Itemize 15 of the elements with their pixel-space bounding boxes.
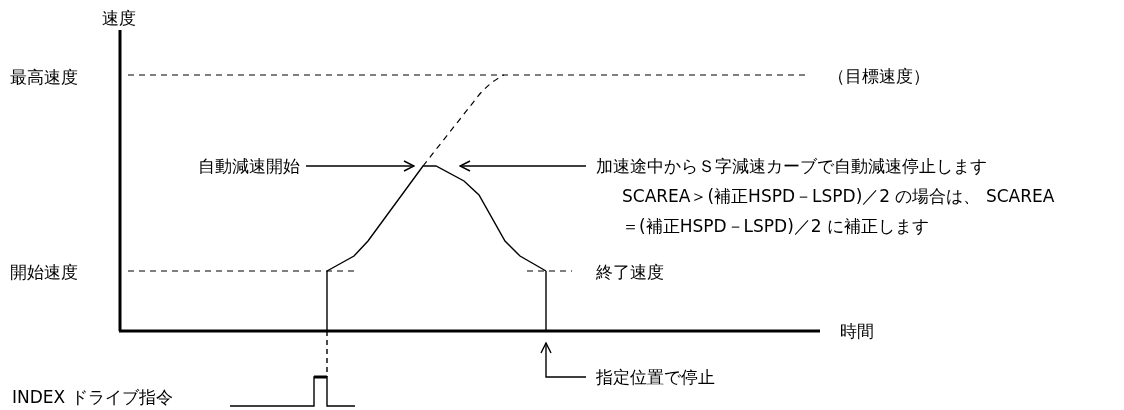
signal-label: INDEX ドライブ指令 bbox=[12, 386, 173, 408]
leader-arrow bbox=[540, 342, 587, 378]
speed-level-label: 最高速度 bbox=[10, 66, 78, 88]
callout-text: 自動減速開始 bbox=[198, 151, 300, 181]
note-text: SCAREA＞(補正HSPD－LSPD)／2 の場合は、 SCAREA＝(補正HSPD－LSPD)／2 に補正します bbox=[621, 185, 1056, 238]
speed-level-label: 開始速度 bbox=[10, 261, 78, 283]
speed-level-label: 終了速度 bbox=[596, 261, 664, 283]
callout-text: 指定位置で停止 bbox=[586, 362, 715, 392]
leader-arrow bbox=[459, 160, 587, 172]
axis-title: 速度 bbox=[102, 7, 136, 29]
axis-title: 時間 bbox=[840, 320, 874, 342]
leader-arrow bbox=[305, 160, 415, 172]
speed-curve bbox=[326, 165, 547, 272]
speed-level-label: （目標速度） bbox=[828, 65, 930, 87]
callout-text: 加速途中からＳ字減速カーブで自動減速停止します bbox=[596, 155, 988, 178]
